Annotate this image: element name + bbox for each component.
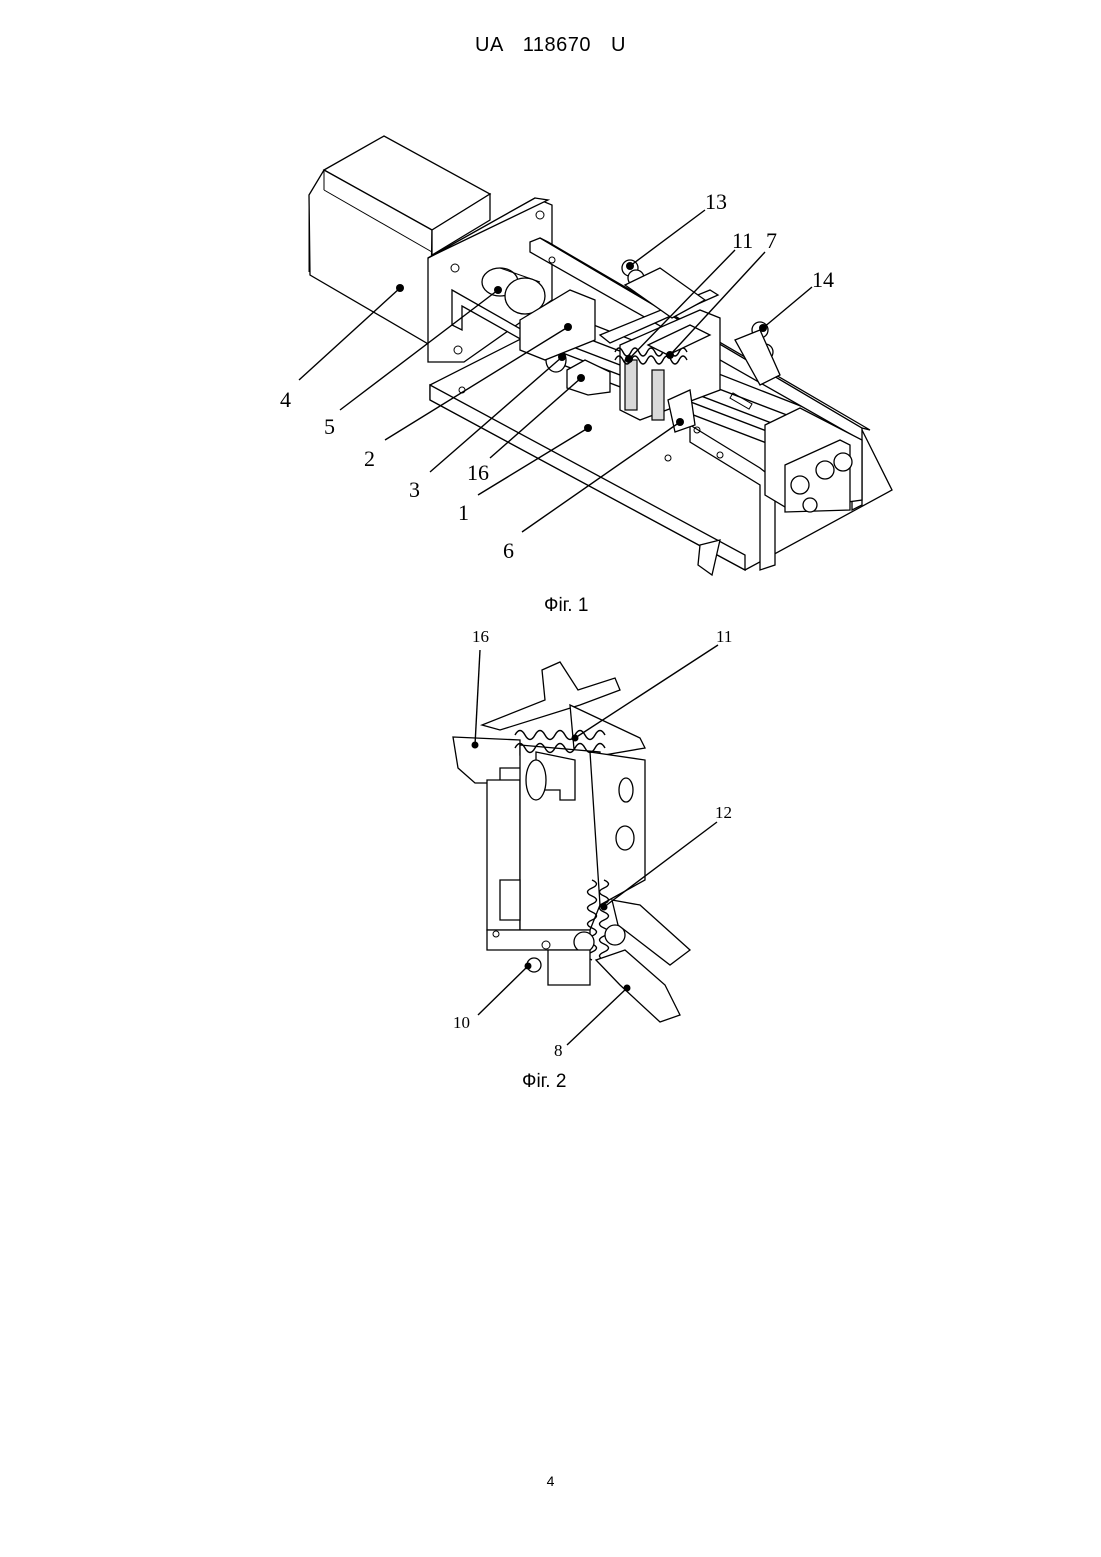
callout-14: 14 xyxy=(812,267,834,292)
callout-4: 4 xyxy=(280,387,291,412)
callout-11-fig2: 11 xyxy=(716,627,732,646)
figure-1-caption: Фіг. 1 xyxy=(544,595,588,617)
callout-5: 5 xyxy=(324,414,335,439)
callout-1: 1 xyxy=(458,500,469,525)
callout-11: 11 xyxy=(732,228,753,253)
figure-2-caption: Фіг. 2 xyxy=(522,1071,566,1093)
callout-12: 12 xyxy=(715,803,732,822)
callout-8: 8 xyxy=(554,1041,563,1060)
callout-10: 10 xyxy=(453,1013,470,1032)
figure-1-drawing: 4 5 2 3 16 1 6 13 11 7 14 xyxy=(0,0,1101,620)
callout-16-fig2: 16 xyxy=(472,627,489,646)
latch-14 xyxy=(735,322,780,385)
callout-13: 13 xyxy=(705,189,727,214)
callout-6: 6 xyxy=(503,538,514,563)
page-number: 4 xyxy=(0,1473,1101,1489)
callout-16: 16 xyxy=(467,460,489,485)
callout-3: 3 xyxy=(409,477,420,502)
figure-2-drawing: 16 11 12 10 8 xyxy=(0,620,1101,1060)
callout-2: 2 xyxy=(364,446,375,471)
callout-7: 7 xyxy=(766,228,777,253)
